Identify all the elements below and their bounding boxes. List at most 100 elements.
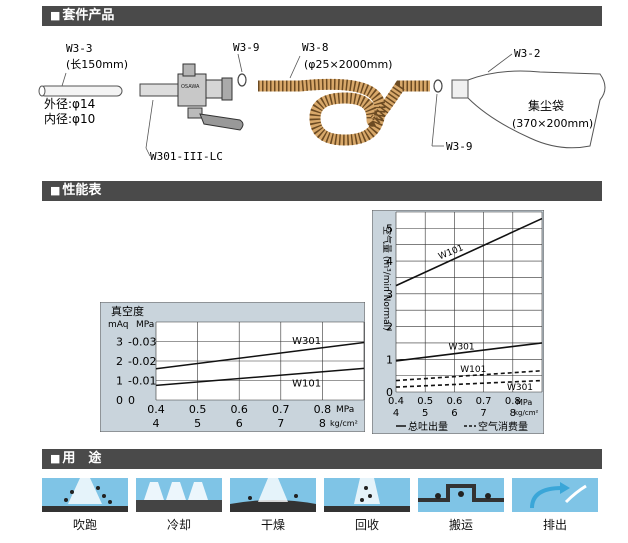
vacuum-xtick-mpa-4: 0.8	[314, 403, 332, 416]
legend-dashed: 空气消费量	[478, 420, 528, 433]
vacuum-xtick-kg-0: 4	[153, 417, 160, 430]
label-w3-3: W3-3	[66, 42, 93, 55]
air-xtick-mpa-1: 0.5	[417, 396, 433, 407]
blow-icon	[42, 478, 128, 512]
label-w3-9-top: W3-9	[233, 41, 260, 54]
section-title-use: 用 途	[62, 451, 102, 466]
vacuum-xtick-mpa-2: 0.6	[230, 403, 248, 416]
vacuum-xtick-kg-3: 7	[277, 417, 284, 430]
vacuum-ytick-mpa-3: 0	[128, 394, 135, 407]
vacuum-series-label-w301: W301	[292, 336, 321, 347]
section-title-performance: 性能表	[62, 183, 102, 198]
vacuum-line-w301	[155, 341, 365, 370]
use-label-blow: 吹跑	[72, 518, 97, 532]
vacuum-xtick-mpa-3: 0.7	[272, 403, 290, 416]
vacuum-xunit-kg: kg/cm²	[330, 419, 358, 428]
air-line-w101-consumption	[395, 369, 543, 382]
exhaust-icon	[512, 478, 598, 512]
vacuum-xtick-mpa-0: 0.4	[147, 403, 165, 416]
vacuum-yunit-maq: mAq	[108, 320, 128, 330]
use-label-collect: 回收	[354, 518, 379, 532]
air-legend: 总吐出量 空气消费量	[396, 420, 528, 433]
label-w3-8-size: (φ25×2000mm)	[304, 58, 392, 71]
collect-icon	[324, 478, 410, 512]
label-bag-name: 集尘袋	[528, 98, 564, 113]
use-exhaust: 排出	[512, 478, 598, 538]
vacuum-xtick-kg-4: 8	[319, 417, 326, 430]
dust-bag-w3-2	[451, 70, 606, 149]
air-xtick-mpa-2: 0.6	[446, 396, 462, 407]
label-bag-size: (370×200mm)	[512, 117, 593, 130]
vacuum-ytick-maq-1: 2	[116, 355, 123, 368]
air-xunit-kg: kg/cm²	[514, 409, 539, 417]
label-outer-diameter: 外径:φ14	[44, 97, 95, 111]
hose-clamp-bottom	[433, 79, 443, 93]
use-label-dry: 干燥	[260, 518, 285, 532]
air-xunit-mpa: MPa	[516, 398, 532, 407]
air-ytick-1: 1	[386, 353, 393, 366]
label-w3-3-length: (长150mm)	[66, 58, 128, 71]
use-dry: 干燥	[230, 478, 316, 538]
use-blow: 吹跑	[42, 478, 128, 538]
use-collect: 回收	[324, 478, 410, 538]
vacuum-ylabel: 真空度	[111, 304, 144, 318]
device-brand-label: OSAWA	[181, 84, 200, 90]
cool-icon	[136, 478, 222, 512]
air-xtick-kg-4: 8	[510, 408, 516, 419]
use-cool: 冷却	[136, 478, 222, 538]
section-title-kit: 套件产品	[62, 8, 115, 23]
tube-w3-3	[38, 85, 123, 97]
label-w301: W301-III-LC	[150, 150, 223, 163]
air-line-w301-consumption	[395, 379, 543, 388]
dry-icon	[230, 478, 316, 512]
air-ytick-5: 5	[386, 222, 393, 235]
kit-diagram: W3-3 (长150mm) 外径:φ14 内径:φ10 OSAWA W301-I…	[38, 41, 606, 163]
convey-icon	[418, 478, 504, 512]
use-convey: 搬运	[418, 478, 504, 538]
vacuum-series-label-w101: W101	[292, 378, 321, 389]
air-xtick-kg-2: 6	[451, 408, 457, 419]
air-ytick-4: 4	[386, 255, 393, 268]
air-line-w101-output	[395, 217, 543, 287]
label-inner-diameter: 内径:φ10	[44, 112, 95, 126]
air-ytick-2: 2	[386, 321, 393, 334]
air-line-w301-output	[395, 342, 543, 362]
air-series-label-w301-output: W301	[449, 342, 475, 352]
label-w3-8: W3-8	[302, 41, 329, 54]
vacuum-xtick-kg-2: 6	[236, 417, 243, 430]
air-xtick-mpa-3: 0.7	[476, 396, 492, 407]
vacuum-xtick-kg-1: 5	[194, 417, 201, 430]
air-xtick-mpa-0: 0.4	[388, 396, 404, 407]
air-xtick-mpa-4: 0.8	[505, 396, 521, 407]
air-ytick-0: 0	[386, 386, 393, 399]
section-bar-use: ■用 途	[42, 449, 602, 469]
section-bar-kit: ■套件产品	[42, 6, 602, 26]
air-xtick-kg-3: 7	[480, 408, 486, 419]
air-amplifier-device: OSAWA	[139, 63, 244, 131]
vacuum-xtick-mpa-1: 0.5	[189, 403, 207, 416]
air-xtick-kg-1: 5	[422, 408, 428, 419]
use-label-cool: 冷却	[166, 518, 191, 532]
air-ytick-3: 3	[386, 288, 393, 301]
vacuum-xunit-mpa: MPa	[336, 405, 354, 415]
air-series-label-w101-consumption: W101	[460, 365, 486, 375]
vacuum-ytick-maq-3: 0	[116, 394, 123, 407]
hose-clamp-top	[237, 73, 247, 87]
vacuum-ytick-mpa-1: -0.02	[128, 355, 156, 368]
uses-strip: 吹跑 冷却 干燥 回收 搬运	[42, 478, 602, 538]
label-w3-9-bottom: W3-9	[446, 140, 473, 153]
vacuum-ytick-mpa-0: -0.03	[128, 336, 156, 349]
air-series-label-w301-consumption: W301	[507, 383, 533, 393]
vacuum-yunit-mpa: MPa	[136, 320, 154, 330]
vacuum-line-w101	[155, 367, 365, 387]
air-ylabel: 空气量 (m³/min Normal)	[381, 226, 393, 331]
vacuum-ytick-mpa-2: -0.01	[128, 375, 156, 388]
use-label-exhaust: 排出	[542, 518, 567, 532]
air-xtick-kg-0: 4	[393, 408, 399, 419]
use-label-convey: 搬运	[448, 518, 473, 532]
vacuum-ytick-maq-2: 1	[116, 375, 123, 388]
vacuum-ytick-maq-0: 3	[116, 336, 123, 349]
section-bar-performance: ■性能表	[42, 181, 602, 201]
